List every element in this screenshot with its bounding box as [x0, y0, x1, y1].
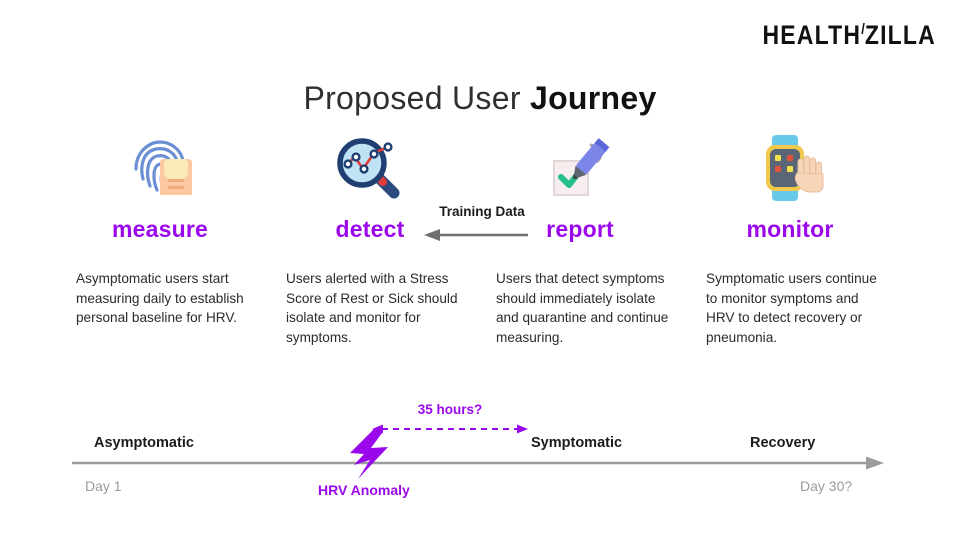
journey-step-measure: measure Asymptomatic users start measuri… — [62, 132, 272, 347]
journey-step-report: report Users that detect symptoms should… — [482, 132, 692, 347]
timeline-phase-symptomatic: Symptomatic — [531, 435, 623, 451]
timeline-phase-recovery: Recovery — [750, 435, 816, 451]
page-title: Proposed User Journey — [0, 80, 960, 117]
training-data-flow: Training Data — [424, 204, 536, 247]
smartwatch-hand-icon — [692, 132, 888, 204]
anomaly-to-symptom-gap: 35 hours? — [372, 402, 528, 441]
timeline-phase-asymptomatic: Asymptomatic — [94, 435, 194, 451]
step-label-detect: detect — [335, 216, 405, 242]
step-body-measure: Asymptomatic users start measuring daily… — [76, 271, 244, 326]
step-label-measure: measure — [111, 216, 209, 242]
training-data-label: Training Data — [439, 204, 525, 219]
step-body-report: Users that detect symptoms should immedi… — [496, 271, 669, 345]
brand-name-part2: ZILLA — [864, 20, 936, 50]
pen-checkbox-icon — [482, 132, 678, 204]
brand-logo: HEALTH/ZILLA — [762, 20, 936, 51]
lightning-bolt-icon — [344, 427, 396, 486]
gap-double-arrow-icon — [372, 422, 528, 441]
step-body-detect: Users alerted with a Stress Score of Res… — [286, 271, 458, 345]
journey-step-detect: detect Users alerted with a Stress Score… — [272, 132, 482, 347]
step-label-monitor: monitor — [746, 216, 834, 242]
step-label-report: report — [546, 216, 614, 242]
page-title-bold: Journey — [529, 80, 657, 116]
page-title-light: Proposed User — [303, 80, 530, 116]
journey-steps: measure Asymptomatic users start measuri… — [62, 132, 902, 347]
training-data-arrow-icon — [424, 228, 536, 247]
hrv-anomaly-label: HRV Anomaly — [318, 482, 410, 498]
timeline-axis — [72, 455, 884, 476]
magnifier-chart-icon — [272, 132, 468, 204]
step-body-monitor: Symptomatic users continue to monitor sy… — [706, 271, 877, 345]
timeline-start-label: Day 1 — [85, 478, 122, 494]
brand-name-part1: HEALTH — [762, 20, 862, 50]
brand-tick-mark: / — [861, 20, 865, 38]
gap-duration-label: 35 hours? — [417, 402, 483, 417]
timeline-end-label: Day 30? — [800, 478, 853, 494]
journey-step-monitor: monitor Symptomatic users continue to mo… — [692, 132, 902, 347]
fingerprint-icon — [62, 132, 258, 204]
